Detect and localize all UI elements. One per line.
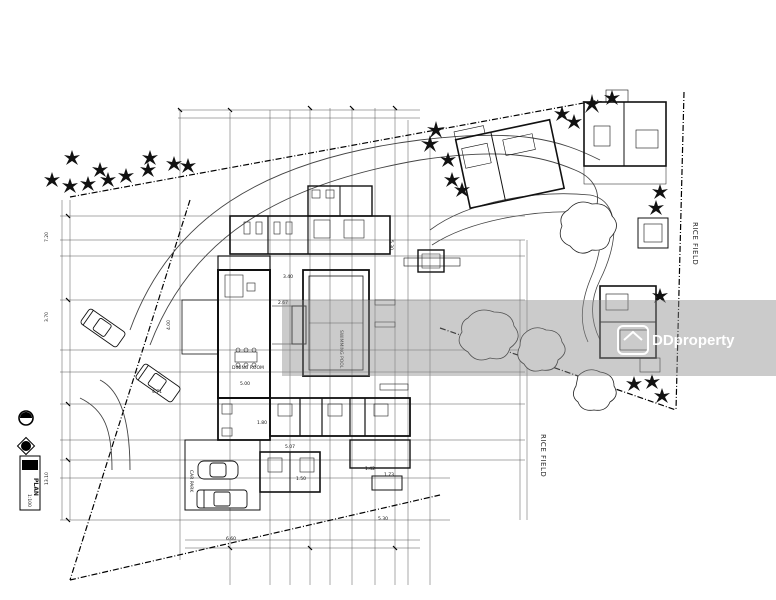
grid-ticks [65, 105, 398, 551]
watermark: DDproperty [282, 300, 776, 376]
dimension-labels: 3.40 2.67 5.00 4.00 1.80 1.42 1.73 1.50 … [44, 232, 394, 542]
main-house [181, 185, 411, 511]
swimming-pool-label: SWIMMING POOL [338, 330, 344, 369]
dim-label: 1.50 [296, 476, 306, 482]
dim-label: 3.70 [44, 312, 50, 322]
guest-house-2 [583, 89, 667, 185]
plan-scale: 1:100 [26, 494, 32, 507]
title-block: PLAN 1:100 [19, 455, 41, 511]
dim-label: 5.30 [388, 240, 394, 250]
car-park-label: CAR PARK [188, 470, 194, 493]
north-arrow [16, 410, 36, 456]
guest-house-1 [453, 118, 566, 210]
dim-label: 2.67 [278, 300, 288, 306]
dim-label: 13.10 [44, 472, 50, 485]
dim-label: 4.00 [166, 320, 172, 330]
dim-label: 4.71 [152, 389, 162, 395]
swimming-pool [272, 269, 370, 377]
small-trees [44, 90, 670, 403]
dining-room-label: DINING ROOM [232, 365, 264, 371]
dim-label: 3.40 [283, 274, 293, 280]
dim-label: 1.80 [257, 420, 267, 426]
dim-label: 5.07 [285, 444, 295, 450]
dim-label: 6.60 [226, 536, 236, 542]
watermark-text: DDproperty [652, 332, 735, 349]
dim-label: 5.00 [240, 381, 250, 387]
rice-field-label-east: RICE FIELD [691, 222, 699, 265]
dim-label: 1.73 [384, 472, 394, 478]
sala-pavilion [403, 249, 461, 273]
room-labels: DINING ROOM SWIMMING POOL CAR PARK RICE … [188, 222, 699, 493]
dim-label: 5.30 [378, 516, 388, 522]
cars [80, 308, 248, 509]
guest-house-3 [599, 285, 661, 373]
dim-label: 7.20 [44, 232, 50, 242]
rice-field-label-south: RICE FIELD [539, 434, 547, 477]
dim-label: 1.42 [365, 466, 375, 472]
large-trees [458, 201, 617, 411]
driveway [79, 134, 601, 471]
plan-title: PLAN [32, 478, 39, 496]
furniture [221, 189, 409, 473]
water-tank [637, 217, 669, 249]
